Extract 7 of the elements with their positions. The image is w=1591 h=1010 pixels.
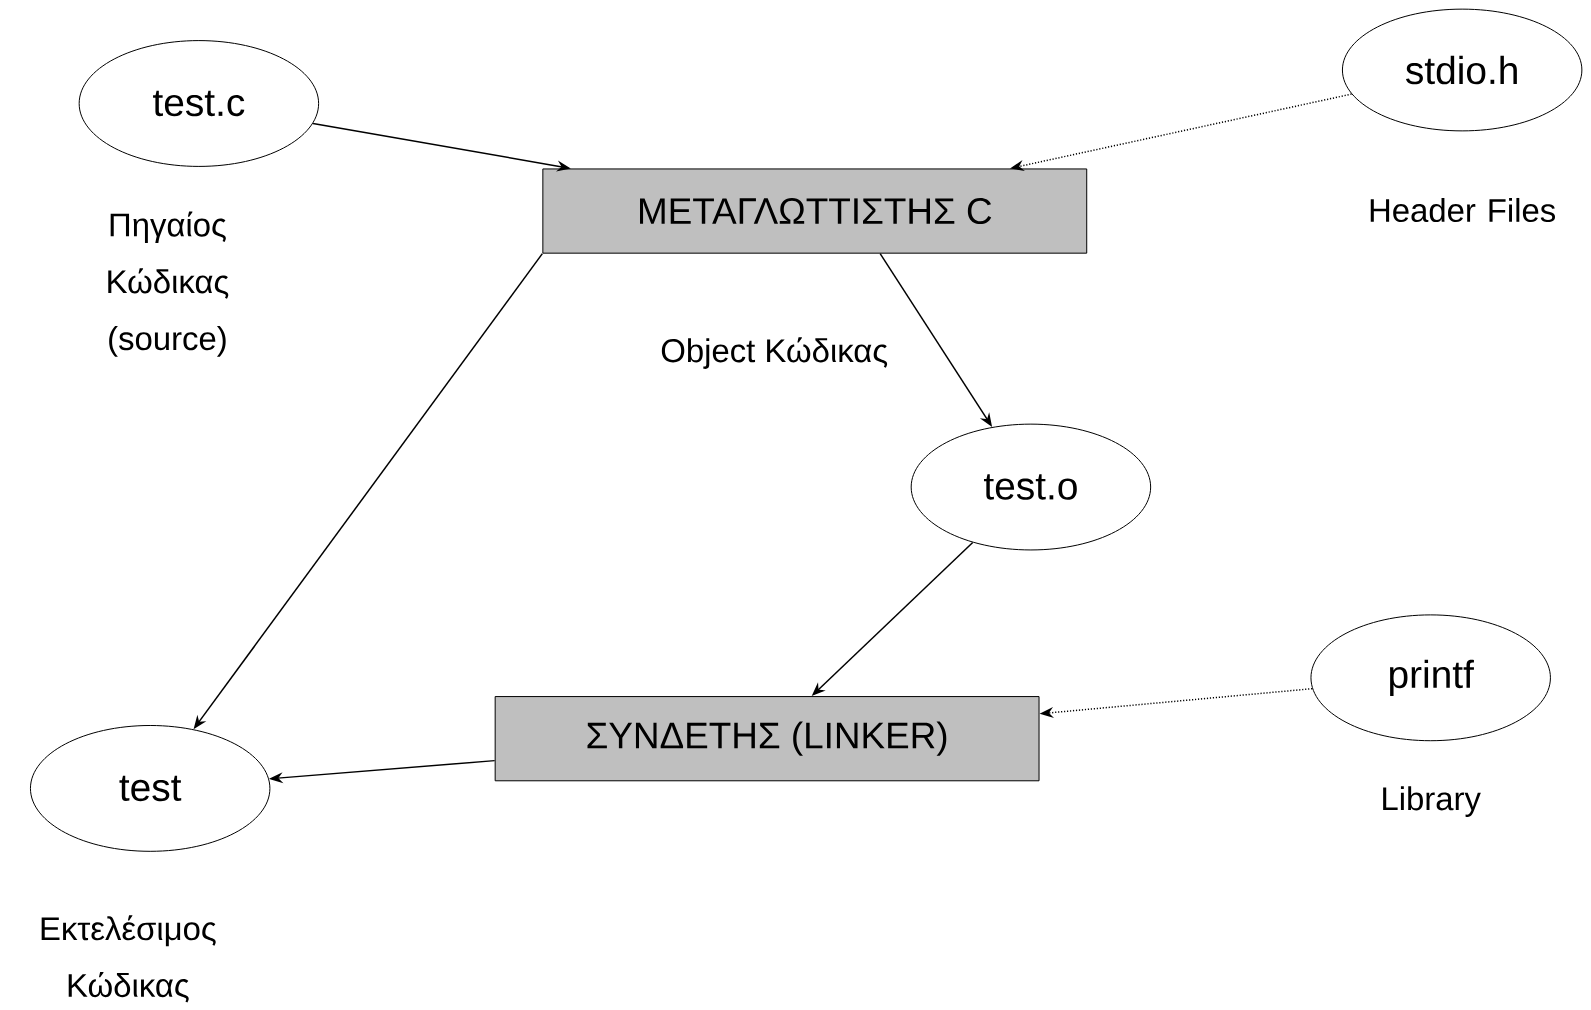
process-box: ΜΕΤΑΓΛΩΤΤΙΣΤΗΣ C xyxy=(542,168,1088,254)
edge-label: Object Κώδικας xyxy=(658,335,891,372)
process-box: ΣΥΝΔΕΤΗΣ (LINKER) xyxy=(494,696,1040,782)
node-caption: Πηγαίος Κώδικας (source) xyxy=(108,211,229,357)
node-caption: Εκτελέσιμος Κώδικας xyxy=(41,915,216,1003)
node-caption: Header Files xyxy=(1370,198,1555,223)
node-caption: Library xyxy=(1383,786,1481,818)
